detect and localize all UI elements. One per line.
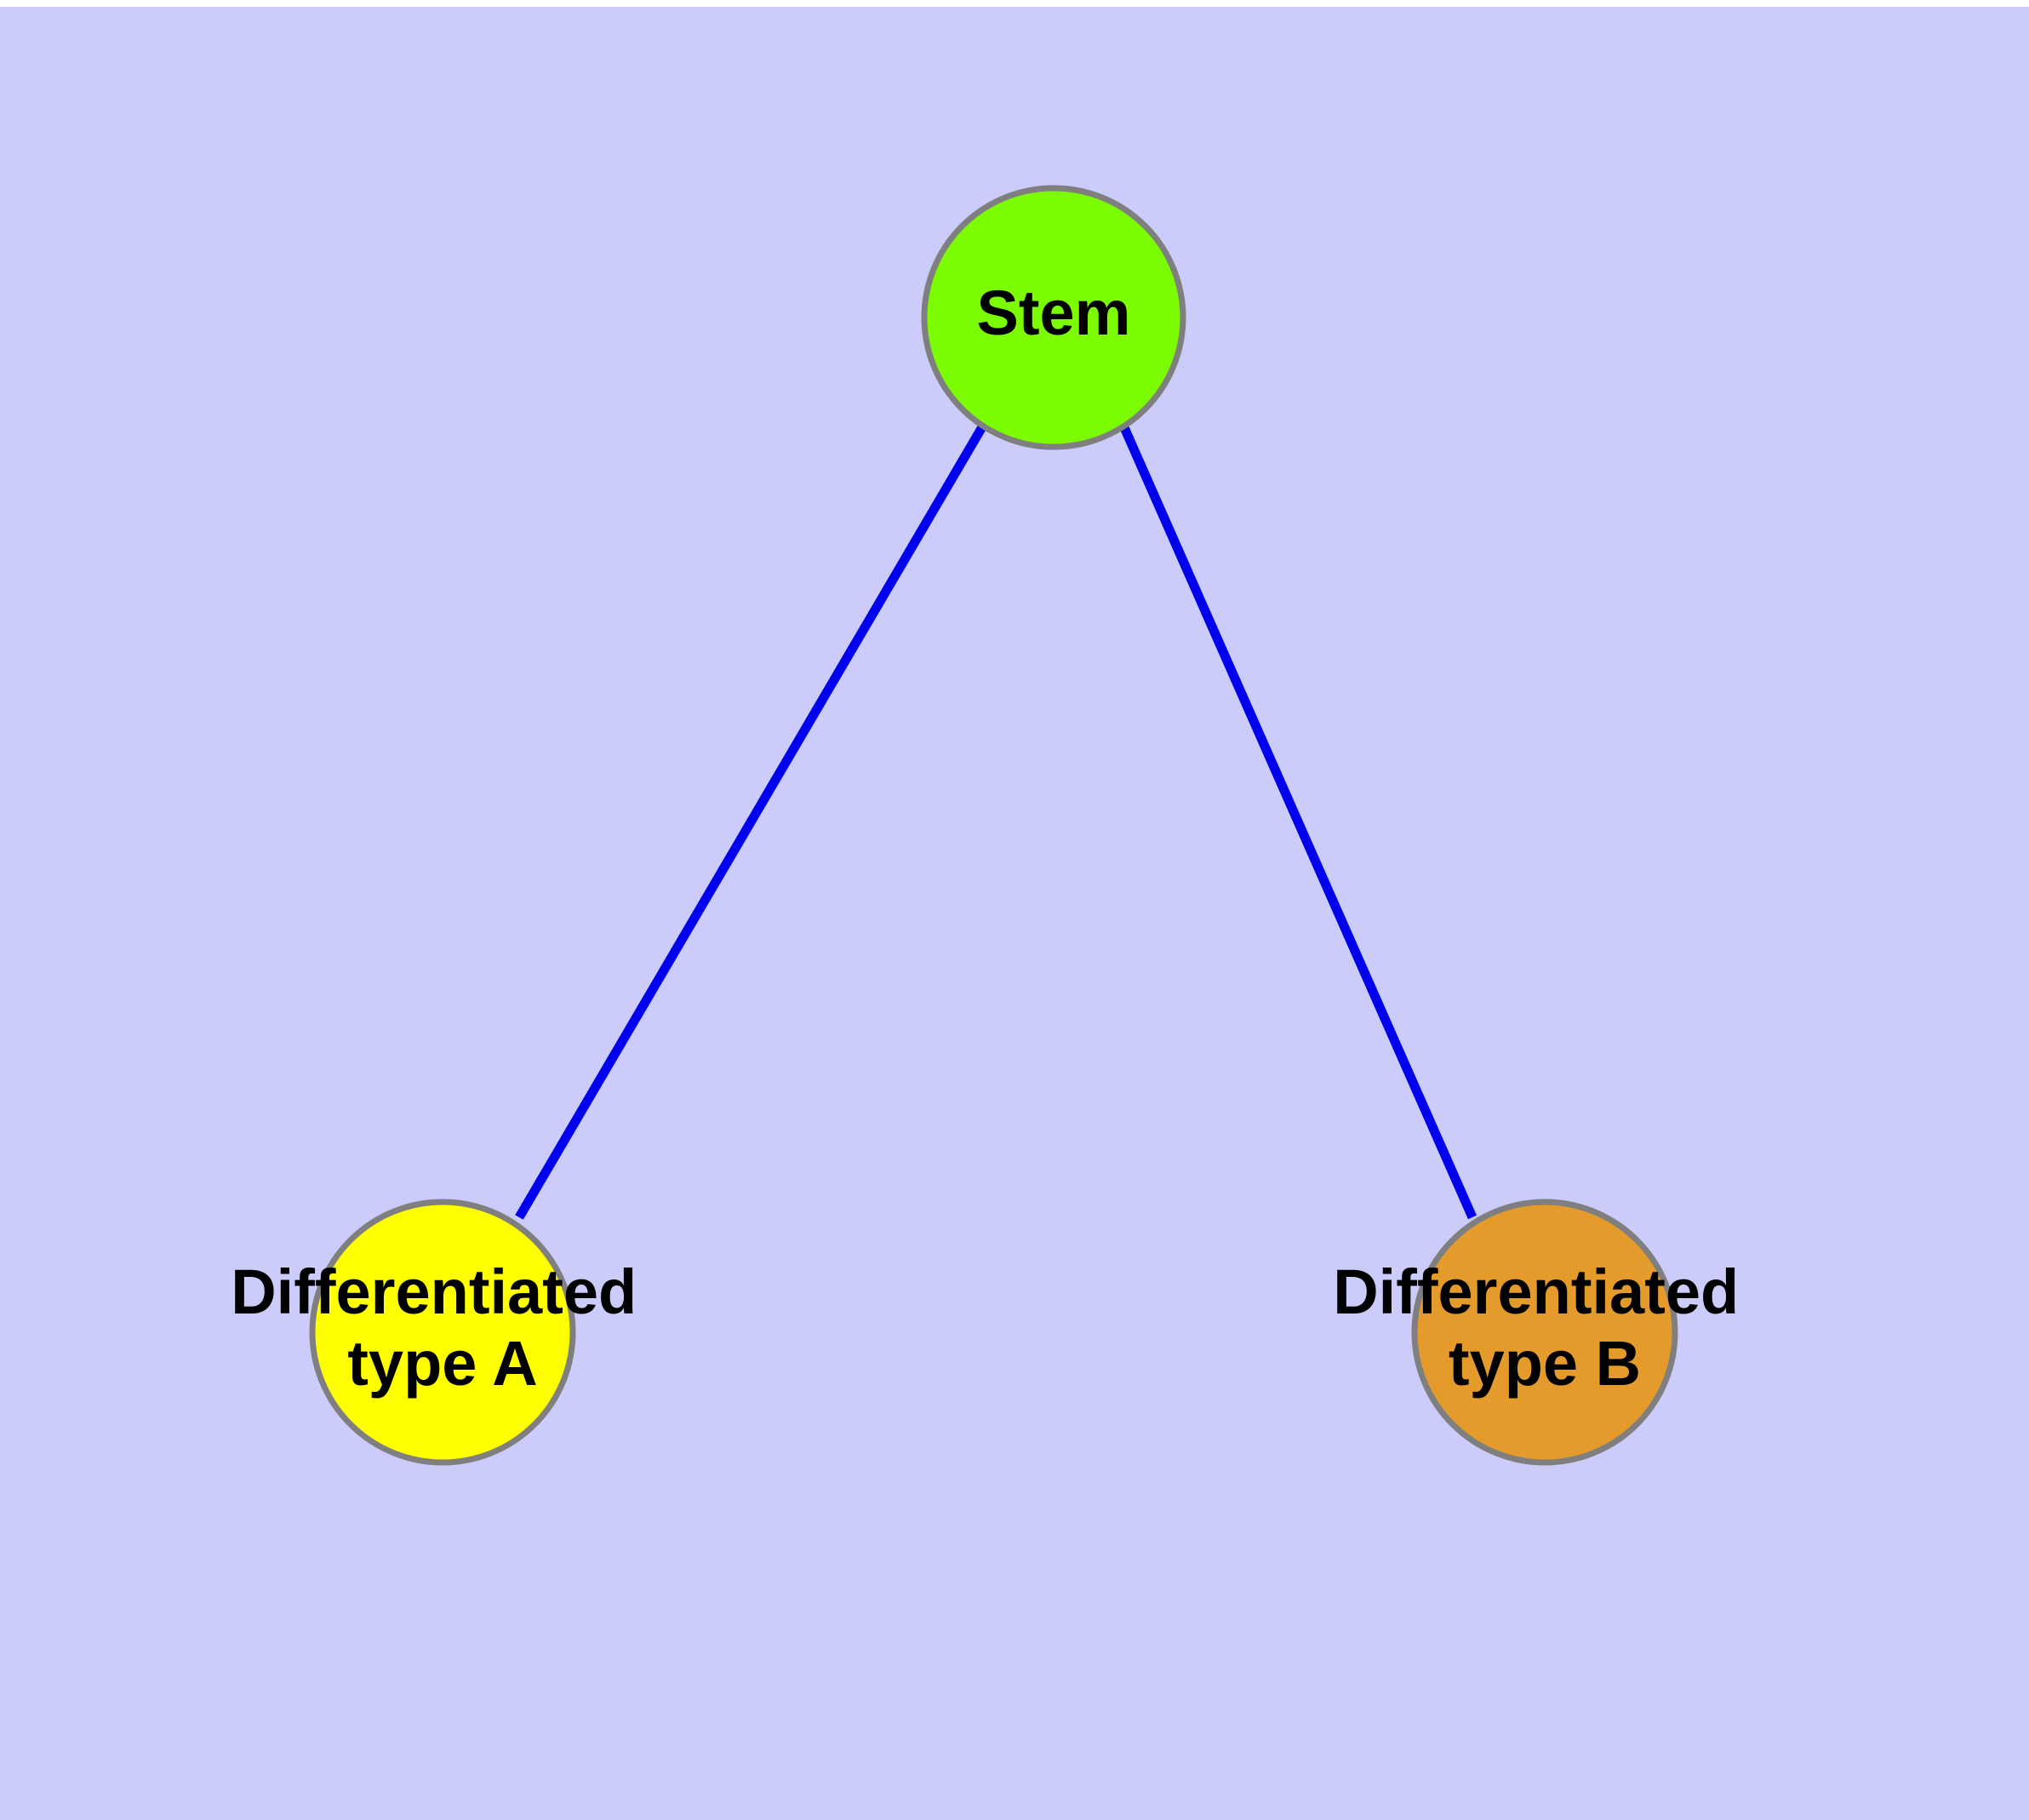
node-differentiated-type-b-label: Differentiated type B [1333, 1256, 1757, 1399]
edge-stem-to-differentiated-type-a[interactable] [515, 423, 987, 1220]
node-differentiated-type-b-circle[interactable] [1411, 1199, 1678, 1466]
node-differentiated-type-a-label: Differentiated type A [231, 1256, 654, 1399]
edge-stem-to-differentiated-type-b[interactable] [1118, 423, 1477, 1220]
edge-layer [515, 423, 1477, 1220]
node-layer: Stem Differentiated type A Differentiate… [231, 185, 1757, 1466]
node-stem-circle[interactable] [921, 185, 1186, 450]
node-stem-label: Stem [977, 278, 1131, 348]
node-stem[interactable]: Stem [921, 185, 1186, 450]
node-differentiated-type-a-circle[interactable] [309, 1199, 576, 1466]
node-differentiated-type-a[interactable]: Differentiated type A [231, 1199, 654, 1466]
node-differentiated-type-b[interactable]: Differentiated type B [1333, 1199, 1757, 1466]
